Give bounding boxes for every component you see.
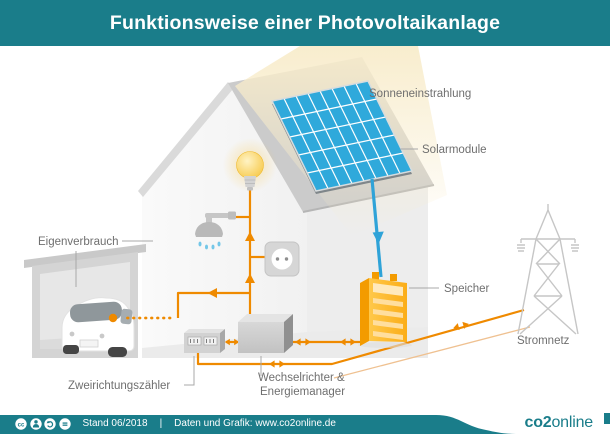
car-icon	[61, 297, 135, 357]
footer: cc Stand 06/2018 | Daten und Grafik: www…	[0, 413, 610, 434]
label-wechselrichter-1: Wechselrichter &	[258, 372, 345, 384]
logo-co2: co2	[524, 414, 552, 431]
footer-credit: Daten und Grafik: www.co2online.de	[174, 418, 336, 429]
license-icons: cc	[15, 417, 71, 430]
solar-panels-icon	[272, 81, 412, 194]
page-title: Funktionsweise einer Photovoltaikanlage	[0, 0, 610, 46]
diagram-stage: Sonneneinstrahlung Solarmodule Speicher …	[0, 46, 610, 413]
charge-port-dot	[108, 313, 118, 323]
power-outlet-icon	[264, 241, 300, 277]
label-eigenverbrauch: Eigenverbrauch	[38, 236, 119, 248]
label-zweirichtungszaehler: Zweirichtungszähler	[68, 380, 170, 392]
sa-icon	[44, 417, 56, 430]
svg-text:cc: cc	[18, 422, 25, 428]
leader-meter	[184, 356, 195, 386]
wire-garage-branch	[176, 291, 250, 318]
label-speicher: Speicher	[444, 283, 490, 295]
label-sonneneinstrahlung: Sonneneinstrahlung	[369, 88, 471, 100]
footer-bar	[0, 415, 516, 434]
meter-icon	[184, 329, 225, 353]
wire-solar-to-battery	[370, 178, 384, 278]
label-wechselrichter-2: Energiemanager	[260, 386, 345, 398]
wire-to-grid	[196, 308, 525, 366]
label-stromnetz: Stromnetz	[517, 335, 570, 347]
shower-icon	[195, 211, 236, 250]
footer-stand: Stand 06/2018	[82, 418, 148, 429]
house-wiring	[120, 189, 525, 366]
light-bulb-icon	[223, 138, 277, 192]
inverter-icon	[238, 314, 293, 353]
cc-icon: cc	[15, 417, 27, 430]
co2online-logo: co2online	[525, 414, 594, 432]
ground-edge	[333, 326, 531, 379]
by-icon	[29, 417, 42, 430]
power-pylon-icon	[517, 204, 579, 335]
labels: Sonneneinstrahlung Solarmodule Speicher …	[38, 88, 570, 398]
logo-online: online	[551, 414, 593, 431]
nd-icon	[58, 417, 71, 430]
pv-diagram: Sonneneinstrahlung Solarmodule Speicher …	[24, 46, 579, 398]
footer-separator: |	[159, 418, 163, 429]
label-solarmodule: Solarmodule	[422, 144, 487, 156]
battery-icon	[358, 272, 412, 348]
